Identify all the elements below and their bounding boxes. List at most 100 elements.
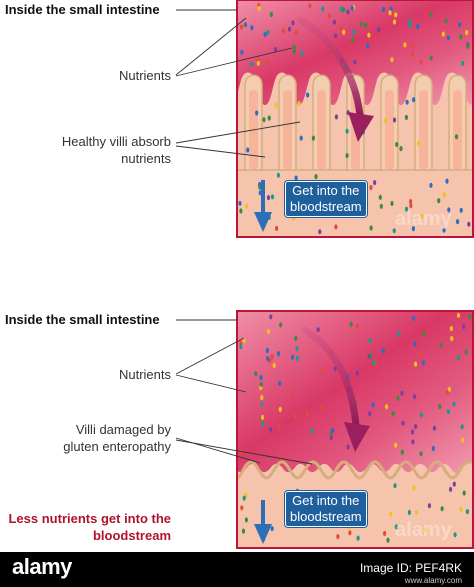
nutrient-dot [383, 118, 387, 124]
nutrient-dot [454, 134, 459, 140]
bottom-blood-arrowhead [254, 524, 272, 544]
nutrient-dot [272, 362, 276, 368]
nutrient-dot [446, 409, 450, 415]
bottom-villi-label-line2: gluten enteropathy [63, 439, 171, 454]
nutrient-dot [392, 117, 397, 123]
nutrient-dot [447, 207, 451, 213]
nutrient-dot [393, 483, 397, 489]
nutrient-dot [266, 29, 270, 35]
nutrient-dot [404, 114, 408, 120]
nutrient-dot [293, 413, 297, 419]
nutrient-dot [270, 354, 274, 360]
nutrient-dot [367, 32, 371, 38]
nutrient-dot [321, 6, 325, 12]
nutrient-dot [297, 100, 301, 107]
nutrient-dot [351, 37, 355, 43]
nutrient-dot [401, 420, 405, 426]
top-lumen [237, 0, 473, 105]
bottom-bloodstream-box: Get into the bloodstream [285, 491, 367, 527]
nutrient-dot [407, 509, 411, 516]
nutrient-dot [411, 315, 416, 322]
nutrient-dot [419, 351, 423, 357]
nutrient-dot [465, 509, 469, 515]
nutrient-dot [305, 411, 309, 417]
nutrient-dot [421, 360, 425, 366]
nutrient-dot [403, 42, 407, 48]
nutrient-dot [281, 28, 286, 34]
nutrient-dot [419, 412, 423, 418]
nutrient-dot [244, 517, 248, 523]
nutrient-dot [269, 314, 273, 320]
nutrient-dot [462, 490, 466, 496]
nutrient-dot [318, 229, 322, 235]
nutrient-dot [410, 42, 414, 48]
nutrient-dot [374, 360, 378, 366]
warning-line1: Less nutrients get into the [8, 511, 171, 526]
nutrient-dot [295, 356, 299, 362]
nutrient-dot [278, 406, 282, 412]
nutrient-dot [452, 401, 456, 407]
nutrient-dot [440, 506, 444, 512]
nutrient-dot [429, 12, 433, 18]
nutrient-dot [265, 347, 269, 354]
warning-label: Less nutrients get into the bloodstream [8, 510, 171, 544]
nutrient-dot [369, 353, 373, 359]
nutrient-dot [348, 530, 352, 536]
nutrient-dot [458, 22, 462, 28]
top-intestine-panel [237, 0, 473, 237]
nutrient-dot [413, 341, 417, 347]
top-villi-label-line1: Healthy villi absorb [61, 134, 171, 149]
nutrient-dot [437, 198, 441, 204]
nutrient-dot [279, 322, 283, 328]
nutrient-dot [371, 360, 375, 366]
nutrient-dot [239, 449, 243, 455]
nutrient-dot [327, 13, 332, 19]
bottom-nutrients-label: Nutrients [118, 367, 171, 382]
nutrient-dot [356, 535, 360, 541]
nutrient-dot [377, 27, 381, 33]
nutrient-dot [246, 147, 250, 153]
nutrient-dot [346, 444, 350, 450]
nutrient-dot [467, 221, 471, 227]
nutrient-dot [420, 213, 424, 219]
nutrient-dot [378, 194, 382, 200]
nutrient-dot [369, 225, 373, 231]
nutrient-dot [414, 361, 418, 367]
nutrient-dot [256, 60, 260, 66]
nutrient-dot [274, 102, 278, 108]
nutrient-dot [429, 182, 433, 188]
nutrient-dot [408, 18, 412, 24]
nutrient-dot [250, 25, 254, 31]
nutrient-dot [414, 509, 418, 516]
nutrient-dot [449, 486, 453, 492]
nutrient-dot [292, 44, 296, 50]
top-panel-frame [236, 0, 474, 238]
nutrient-dot [409, 198, 413, 205]
nutrient-dot [392, 19, 397, 25]
nutrient-dot [339, 6, 343, 12]
top-bloodstream-box: Get into the bloodstream [285, 181, 367, 217]
nutrient-dot [397, 331, 401, 337]
nutrient-dot [243, 22, 248, 28]
bottom-leader-lines [175, 319, 313, 465]
nutrient-dot [384, 404, 389, 410]
nutrient-dot [369, 184, 373, 191]
footer-bar: alamy Image ID: PEF4RK www.alamy.com [0, 552, 474, 587]
nutrient-dot [419, 451, 423, 457]
nutrient-dot [320, 404, 324, 410]
nutrient-dot [255, 110, 259, 116]
nutrient-dot [394, 524, 398, 530]
nutrient-dot [460, 424, 464, 430]
nutrient-dot [412, 485, 416, 491]
nutrient-dot [412, 394, 417, 400]
nutrient-dot [427, 503, 431, 509]
nutrient-dot [277, 423, 281, 429]
nutrient-dot [261, 421, 265, 427]
bottom-absorb-arrow [301, 326, 360, 429]
nutrient-dot [442, 227, 446, 233]
top-nutrients-label: Nutrients [118, 68, 171, 83]
nutrient-dot [294, 175, 298, 181]
nutrient-dot [241, 528, 246, 534]
warning-line2: bloodstream [92, 528, 171, 543]
nutrient-dot [314, 174, 318, 180]
